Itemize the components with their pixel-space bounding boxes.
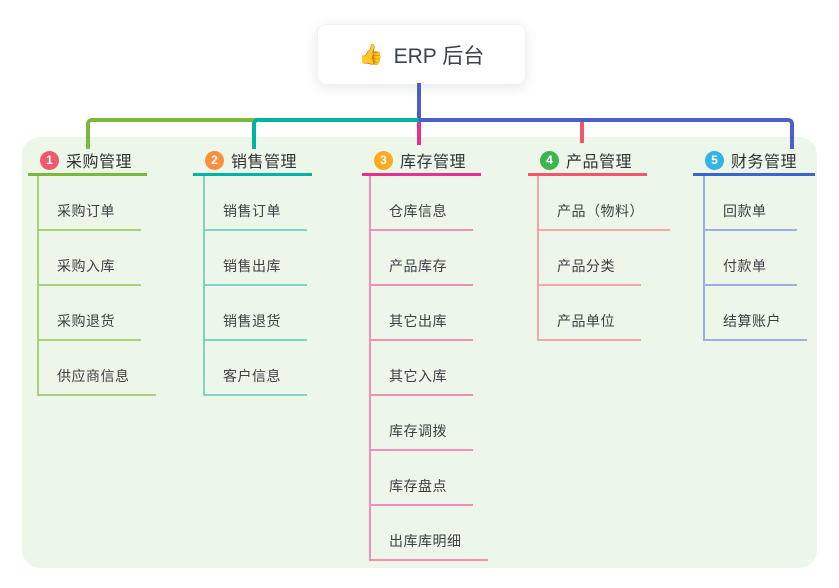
child-node-label: 产品（物料） <box>557 203 644 219</box>
connector-drop-inventory <box>417 122 421 145</box>
child-node[interactable]: 回款单 <box>705 176 797 231</box>
child-node[interactable]: 产品单位 <box>539 286 641 341</box>
child-node-label: 产品库存 <box>389 258 447 274</box>
branch-children: 采购订单采购入库采购退货供应商信息 <box>37 176 156 396</box>
connector-bus-green <box>86 118 258 149</box>
child-node[interactable]: 出库库明细 <box>371 506 488 561</box>
child-node[interactable]: 采购入库 <box>39 231 141 286</box>
child-node[interactable]: 其它出库 <box>371 286 473 341</box>
branch-children: 产品（物料） 产品分类产品单位 <box>537 176 670 341</box>
child-node-label: 其它出库 <box>389 313 447 329</box>
child-node[interactable]: 采购退货 <box>39 286 141 341</box>
branch-node-3[interactable]: 3 库存管理 <box>362 147 481 176</box>
branch-index-badge: 2 <box>205 150 224 170</box>
branch-children: 仓库信息产品库存其它出库其它入库库存调拨库存盘点出库库明细 <box>369 176 488 561</box>
child-node-label: 采购退货 <box>57 313 115 329</box>
child-node[interactable]: 销售出库 <box>205 231 307 286</box>
branch-index-badge: 3 <box>374 150 393 170</box>
child-node[interactable]: 其它入库 <box>371 341 473 396</box>
child-node-label: 库存调拨 <box>389 423 447 439</box>
connector-bus-blue <box>419 118 794 149</box>
child-node[interactable]: 结算账户 <box>705 286 807 341</box>
child-node-label: 客户信息 <box>223 368 281 384</box>
branch-index-badge: 1 <box>40 150 59 170</box>
child-node[interactable]: 产品分类 <box>539 231 641 286</box>
child-node[interactable]: 产品（物料） <box>539 176 670 231</box>
child-node[interactable]: 库存盘点 <box>371 451 473 506</box>
child-node-label: 销售退货 <box>223 313 281 329</box>
child-node[interactable]: 销售退货 <box>205 286 307 341</box>
child-node-label: 仓库信息 <box>389 203 447 219</box>
child-node-label: 供应商信息 <box>57 368 130 384</box>
connector-bus-teal <box>252 118 423 149</box>
branch-index-badge: 4 <box>540 150 559 170</box>
child-node-label: 销售订单 <box>223 203 281 219</box>
root-node[interactable]: 👍 ERP 后台 <box>317 24 526 85</box>
branch-title-label: 产品管理 <box>566 154 633 171</box>
child-node-label: 结算账户 <box>723 313 781 329</box>
branch-title-label: 采购管理 <box>66 154 133 171</box>
child-node-label: 采购订单 <box>57 203 115 219</box>
child-node-label: 销售出库 <box>223 258 281 274</box>
branch-title-label: 库存管理 <box>400 154 467 171</box>
child-node[interactable]: 供应商信息 <box>39 341 156 396</box>
branch-node-1[interactable]: 1 采购管理 <box>28 147 147 176</box>
branches-panel <box>22 137 817 568</box>
child-node[interactable]: 客户信息 <box>205 341 307 396</box>
child-node-label: 产品分类 <box>557 258 615 274</box>
child-node-label: 其它入库 <box>389 368 447 384</box>
child-node[interactable]: 采购订单 <box>39 176 141 231</box>
child-node[interactable]: 销售订单 <box>205 176 307 231</box>
child-node[interactable]: 付款单 <box>705 231 797 286</box>
child-node-label: 付款单 <box>723 258 767 274</box>
child-node[interactable]: 产品库存 <box>371 231 473 286</box>
branch-title-label: 销售管理 <box>231 154 298 171</box>
connector-root-line <box>417 83 421 118</box>
branch-title-label: 财务管理 <box>731 154 798 171</box>
connector-drop-product <box>580 122 584 143</box>
child-node[interactable]: 仓库信息 <box>371 176 473 231</box>
root-node-label: ERP 后台 <box>393 44 485 68</box>
child-node[interactable]: 库存调拨 <box>371 396 473 451</box>
branch-children: 回款单付款单结算账户 <box>703 176 807 341</box>
thumbs-up-icon: 👍 <box>358 44 384 66</box>
branch-children: 销售订单销售出库销售退货客户信息 <box>203 176 307 396</box>
branch-node-5[interactable]: 5 财务管理 <box>693 147 815 176</box>
child-node-label: 出库库明细 <box>389 533 462 549</box>
branch-index-badge: 5 <box>705 150 724 170</box>
child-node-label: 产品单位 <box>557 313 615 329</box>
branch-node-4[interactable]: 4 产品管理 <box>528 147 647 176</box>
child-node-label: 采购入库 <box>57 258 115 274</box>
branch-node-2[interactable]: 2 销售管理 <box>193 147 312 176</box>
child-node-label: 回款单 <box>723 203 767 219</box>
child-node-label: 库存盘点 <box>389 478 447 494</box>
